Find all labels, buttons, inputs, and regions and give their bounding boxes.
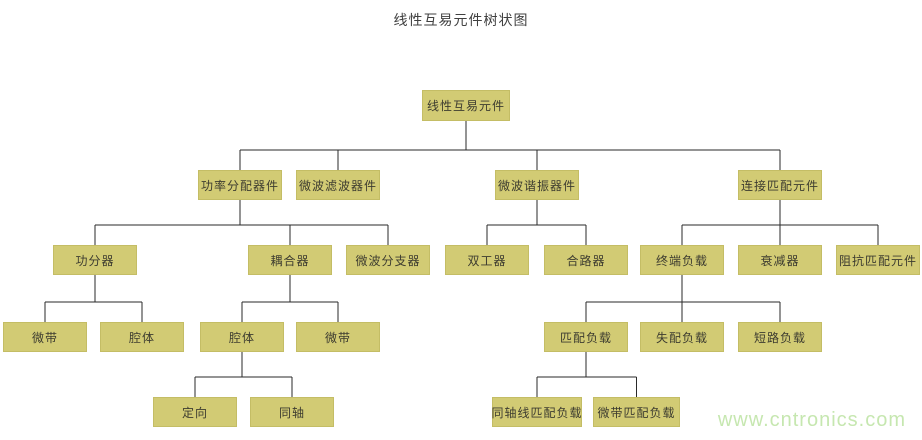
watermark: www.cntronics.com	[717, 409, 906, 431]
tree-node-dir: 定向	[153, 397, 237, 427]
tree-node-short: 短路负载	[738, 322, 822, 352]
tree-node-mismatch: 失配负载	[640, 322, 724, 352]
tree-node-att: 衰减器	[738, 245, 822, 275]
tree-node-coax: 同轴	[250, 397, 334, 427]
tree-node-term: 终端负载	[640, 245, 724, 275]
tree-node-imp: 阻抗匹配元件	[836, 245, 920, 275]
tree-node-ms2: 微带	[296, 322, 380, 352]
tree-node-branch: 微波分支器	[346, 245, 430, 275]
tree-node-ms1: 微带	[3, 322, 87, 352]
diagram-title: 线性互易元件树状图	[393, 12, 529, 28]
tree-node-coaxmatch: 同轴线匹配负载	[492, 397, 582, 427]
tree-node-conn: 连接匹配元件	[738, 170, 822, 200]
tree-node-res: 微波谐振器件	[495, 170, 579, 200]
tree-node-match: 匹配负载	[544, 322, 628, 352]
tree-node-cav2: 腔体	[200, 322, 284, 352]
tree-node-coup: 耦合器	[248, 245, 332, 275]
tree-node-cav1: 腔体	[100, 322, 184, 352]
tree-node-filt: 微波滤波器件	[296, 170, 380, 200]
tree-node-root: 线性互易元件	[422, 90, 510, 121]
tree-node-msmatch: 微带匹配负载	[593, 397, 680, 427]
tree-node-dup: 双工器	[445, 245, 529, 275]
tree-node-fdiv: 功分器	[53, 245, 137, 275]
tree-node-comb: 合路器	[544, 245, 628, 275]
tree-node-pwr: 功率分配器件	[198, 170, 282, 200]
